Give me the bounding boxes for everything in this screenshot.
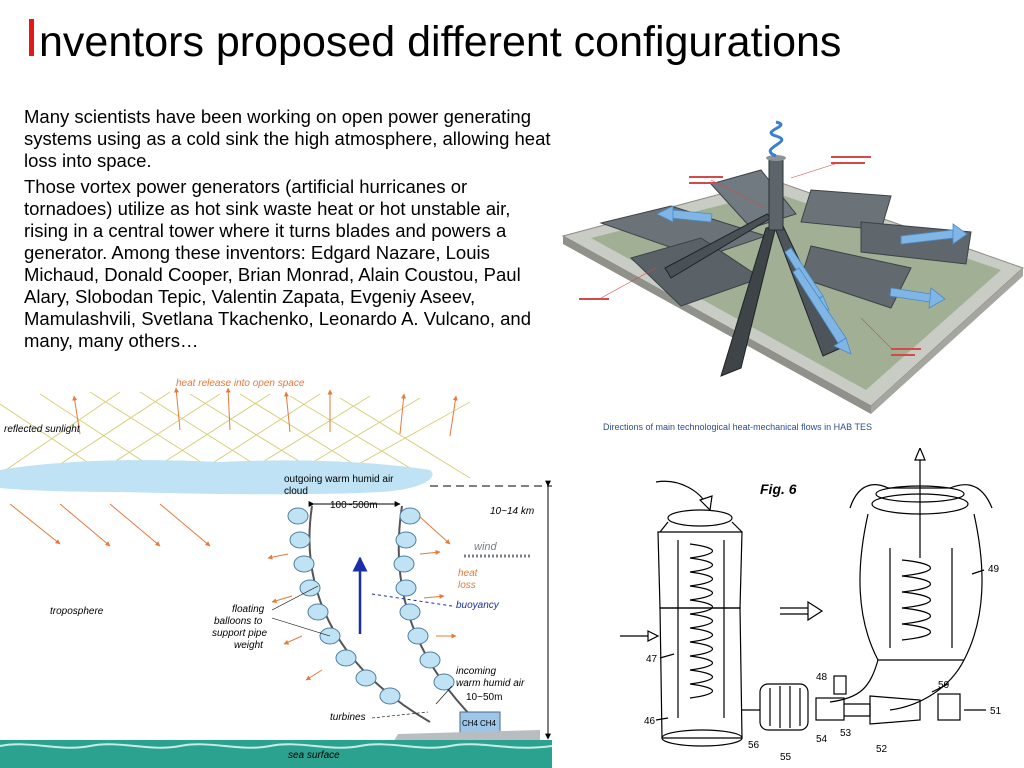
hab-tes-figure: Directions of main technological heat-me…	[561, 118, 1024, 434]
part-50: 50	[938, 680, 950, 691]
part-52: 52	[876, 744, 888, 755]
floating-balloons	[287, 507, 455, 705]
balloons-label-4: weight	[234, 640, 264, 651]
turbines-label: turbines	[330, 712, 366, 723]
paragraph-1: Many scientists have been working on ope…	[24, 106, 551, 171]
vortex-tower-drawing: heat release into open space reflected s…	[0, 378, 552, 768]
buoyancy-label: buoyancy	[456, 600, 500, 611]
incoming-air-label-1: incoming	[456, 666, 496, 677]
cloud-label: cloud	[284, 486, 308, 497]
part-49: 49	[988, 564, 1000, 575]
hab-tes-drawing: Directions of main technological heat-me…	[561, 118, 1024, 434]
sea-surface-label: sea surface	[288, 750, 340, 761]
title-initial: I	[24, 8, 40, 68]
part-47: 47	[646, 654, 658, 665]
part-53: 53	[840, 728, 852, 739]
hab-tes-small-labels	[579, 156, 921, 356]
vortex-tower-figure: heat release into open space reflected s…	[0, 374, 552, 768]
incoming-air-label-2: warm humid air	[456, 678, 525, 689]
part-51: 51	[990, 706, 1002, 717]
troposphere-label: troposphere	[50, 606, 104, 617]
title-rest: nventors proposed different configuratio…	[39, 18, 842, 66]
part-56: 56	[748, 740, 760, 751]
balloons-label-2: balloons to	[214, 616, 263, 627]
part-54: 54	[816, 734, 828, 745]
bottom-width-label: 10~50m	[466, 692, 502, 703]
heat-loss-label-1: heat	[458, 568, 479, 579]
wind-label: wind	[474, 541, 498, 553]
top-width-label: 100~500m	[330, 500, 378, 511]
ch4-label-b: CH4	[480, 719, 497, 728]
reflected-sunlight-label: reflected sunlight	[4, 424, 81, 435]
balloons-label-1: floating	[232, 604, 265, 615]
height-label: 10~14 km	[490, 506, 534, 517]
fig-6-label: Fig. 6	[760, 481, 797, 497]
body-text: Many scientists have been working on ope…	[24, 106, 552, 356]
part-55: 55	[780, 752, 792, 763]
heat-release-label: heat release into open space	[176, 378, 305, 389]
balloons-label-3: support pipe	[212, 628, 267, 639]
slide-title: Inventors proposed different configurati…	[24, 8, 841, 72]
part-48: 48	[816, 672, 828, 683]
heat-loss-label-2: loss	[458, 580, 476, 591]
patent-figure: Fig. 6 49 47 48 50 51 46 56 55 54 53 52	[620, 448, 1024, 768]
part-46: 46	[644, 716, 656, 727]
hab-tes-caption: Directions of main technological heat-me…	[603, 422, 872, 432]
outgoing-air-label: outgoing warm humid air	[284, 474, 394, 485]
ch4-label-a: CH4	[462, 719, 479, 728]
paragraph-2: Those vortex power generators (artificia…	[24, 176, 532, 351]
patent-drawing: Fig. 6 49 47 48 50 51 46 56 55 54 53 52	[620, 448, 1002, 763]
